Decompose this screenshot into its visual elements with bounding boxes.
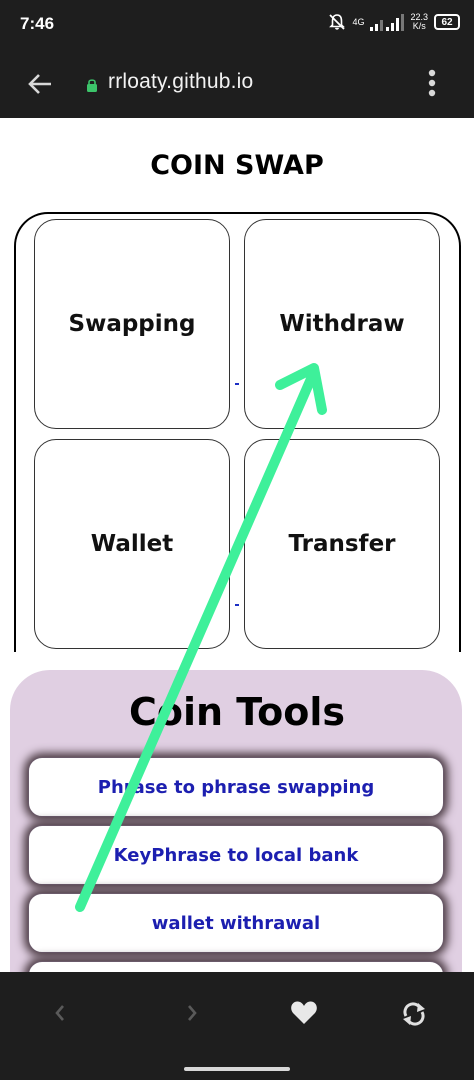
network-label: 4G <box>352 16 365 27</box>
card-panel <box>14 212 461 652</box>
swapping-card[interactable]: Swapping <box>34 219 230 429</box>
bell-muted-icon <box>328 13 346 31</box>
wallet-card-label: Wallet <box>90 531 174 557</box>
chevron-left-icon[interactable] <box>52 1000 68 1030</box>
battery-level: 62 <box>441 16 453 28</box>
status-time: 7:46 <box>20 14 55 33</box>
network-speed-value: 22.3 <box>410 12 428 22</box>
refresh-icon[interactable] <box>400 1000 428 1032</box>
phrase-to-phrase-button[interactable]: Phrase to phrase swapping <box>28 757 444 817</box>
separator-dot <box>235 604 239 606</box>
phrase-to-phrase-label: Phrase to phrase swapping <box>97 776 375 798</box>
wallet-withdrawal-label: wallet withrawal <box>151 912 321 934</box>
battery-icon: 62 <box>434 14 460 30</box>
wallet-card[interactable]: Wallet <box>34 439 230 649</box>
keyphrase-to-bank-label: KeyPhrase to local bank <box>113 844 359 866</box>
transfer-card[interactable]: Transfer <box>244 439 440 649</box>
withdraw-card-label: Withdraw <box>279 311 405 337</box>
coin-tools-title: Coin Tools <box>128 690 346 734</box>
status-bar: 7:46 4G 22.3 K/s 62 <box>0 0 474 50</box>
browser-toolbar: rrloaty.github.io <box>0 50 474 118</box>
home-indicator[interactable] <box>184 1067 290 1071</box>
network-speed: 22.3 K/s <box>410 13 428 31</box>
swapping-card-label: Swapping <box>68 311 196 337</box>
page-title: COIN SWAP <box>150 150 324 181</box>
chevron-right-icon[interactable] <box>184 1000 200 1030</box>
keyphrase-to-bank-button[interactable]: KeyPhrase to local bank <box>28 825 444 885</box>
separator-dot <box>235 383 239 385</box>
wallet-withdrawal-button[interactable]: wallet withrawal <box>28 893 444 953</box>
url-text[interactable]: rrloaty.github.io <box>108 70 254 93</box>
back-arrow-icon[interactable] <box>26 70 54 102</box>
network-speed-unit: K/s <box>412 21 426 31</box>
withdraw-card[interactable]: Withdraw <box>244 219 440 429</box>
status-icons: 4G 22.3 K/s 62 <box>328 13 460 31</box>
transfer-card-label: Transfer <box>288 531 396 557</box>
bottom-nav <box>0 972 474 1080</box>
more-vertical-icon[interactable] <box>428 69 436 103</box>
signal-icon <box>370 13 405 31</box>
lock-icon <box>86 77 98 96</box>
heart-icon[interactable] <box>290 1000 318 1030</box>
